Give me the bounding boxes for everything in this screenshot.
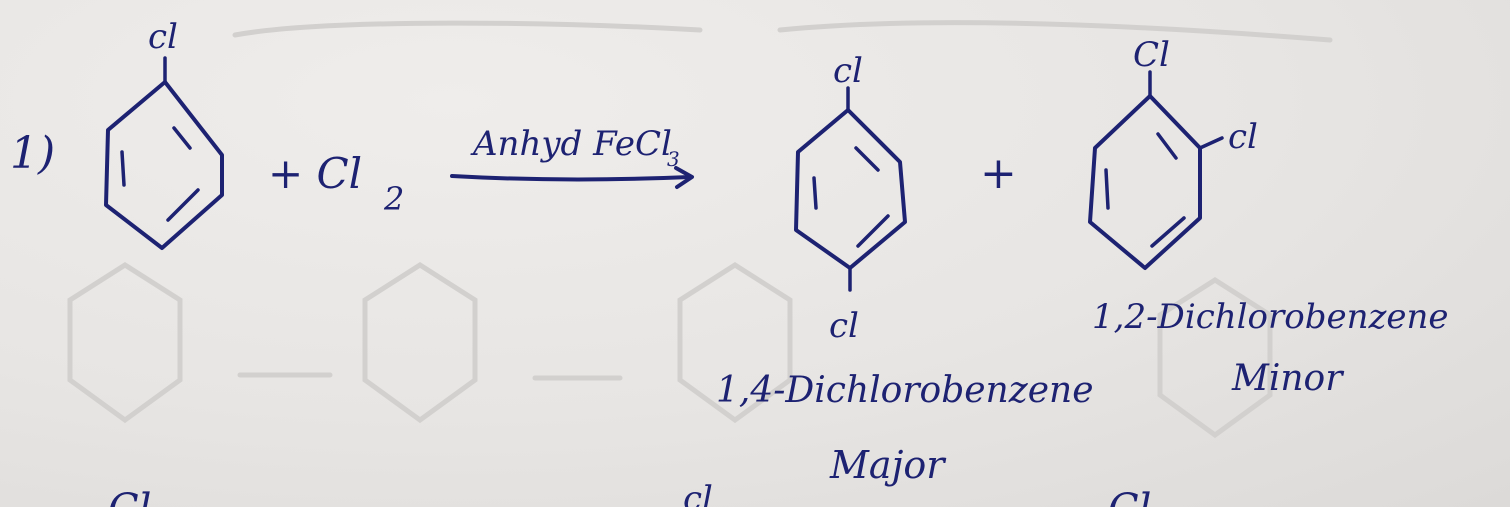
ortho-side-c-cl-bond (1198, 136, 1224, 150)
catalyst-subscript: 3 (667, 147, 680, 171)
para-top-substituent: cl (833, 51, 863, 91)
bottom-edge-label: cl (683, 479, 713, 507)
reactant-chlorobenzene: cl (104, 17, 224, 250)
ortho-double-bond (1104, 168, 1110, 210)
para-benzene-ring (794, 108, 907, 270)
reaction-arrow (450, 166, 694, 189)
reactant-benzene-ring (104, 80, 224, 250)
ortho-top-substituent: Cl (1133, 35, 1170, 75)
para-double-bond (854, 146, 880, 172)
para-double-bond (856, 214, 890, 248)
bottom-edge-label: Cl (1108, 486, 1151, 507)
catalyst-label: Anhyd FeCl (470, 124, 672, 164)
bottom-edge-label: Cl (108, 486, 151, 507)
product-para-dichlorobenzene: cl cl (794, 51, 907, 346)
reactant-double-bond (166, 188, 200, 222)
product-plus-sign: + (980, 148, 1017, 199)
reactant-double-bond (172, 126, 192, 150)
para-double-bond (812, 176, 818, 210)
ortho-product-name: 1,2-Dichlorobenzene (1092, 297, 1449, 337)
para-product-name: 1,4-Dichlorobenzene (716, 370, 1094, 411)
reagent-subscript: 2 (383, 180, 404, 218)
product-ortho-dichlorobenzene: Cl cl (1088, 35, 1258, 270)
reagent-chlorine: + Cl (268, 149, 362, 198)
step-number: 1) (10, 128, 55, 179)
para-bottom-substituent: cl (829, 306, 859, 346)
reagent-label: + Cl (268, 149, 362, 198)
reactant-double-bond (120, 150, 126, 187)
reactant-substituent-label: cl (148, 17, 178, 57)
ortho-double-bond (1150, 216, 1186, 248)
para-yield-label: Major (829, 443, 947, 487)
ortho-yield-label: Minor (1231, 358, 1344, 399)
ortho-side-substituent: cl (1228, 117, 1258, 157)
ortho-double-bond (1156, 132, 1178, 160)
